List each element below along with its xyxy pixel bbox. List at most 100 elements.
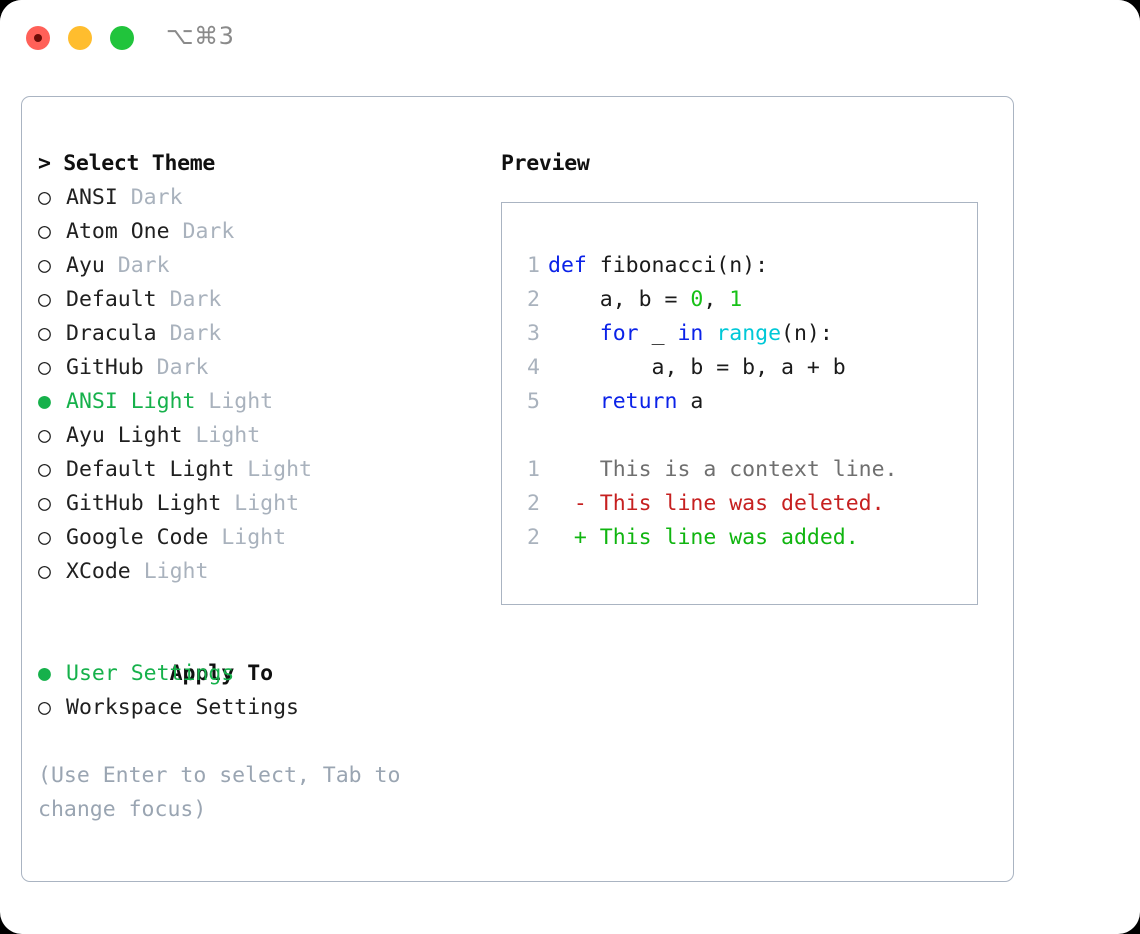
- radio-unselected-icon: ○: [38, 321, 51, 346]
- minimize-button[interactable]: [68, 26, 92, 50]
- code-token: in: [677, 321, 704, 346]
- code-token: [548, 321, 600, 346]
- theme-option-kind: Light: [247, 457, 312, 482]
- diff-line-text: - This line was deleted.: [548, 491, 885, 516]
- radio-unselected-icon: ○: [38, 219, 51, 244]
- theme-option-label: Atom One: [66, 219, 170, 244]
- code-token: 0: [690, 287, 704, 312]
- code-token: _: [638, 321, 678, 346]
- theme-option-kind: Dark: [169, 287, 222, 312]
- diff-line: 2 - This line was deleted.: [514, 487, 977, 521]
- content-panel: > Select Theme ○ANSI Dark○Atom One Dark○…: [21, 96, 1014, 882]
- theme-option-dracula[interactable]: ○ Dracula Dark: [38, 317, 488, 351]
- apply-to-list[interactable]: ●User Settings ○ Workspace Settings: [38, 657, 488, 725]
- radio-unselected-icon: ○: [38, 185, 51, 210]
- theme-option-kind: Dark: [169, 321, 222, 346]
- theme-option-label: ANSI: [66, 185, 118, 210]
- theme-option-kind: Dark: [156, 355, 209, 380]
- diff-line: 1 This is a context line.: [514, 453, 977, 487]
- theme-option-default-light[interactable]: ○ Default Light Light: [38, 453, 488, 487]
- theme-option-github[interactable]: ○ GitHub Dark: [38, 351, 488, 385]
- keyboard-shortcut-label: ⌥⌘3: [166, 22, 235, 50]
- line-number: 3: [527, 321, 540, 346]
- theme-option-ansi[interactable]: ○ ANSI Dark: [38, 181, 488, 215]
- code-line: 1 def fibonacci(n):: [514, 249, 977, 283]
- radio-unselected-icon: ○: [38, 559, 51, 584]
- theme-option-google-code[interactable]: ○ Google Code Light: [38, 521, 488, 555]
- code-token: for: [599, 321, 639, 346]
- title-bar: ⌥⌘3: [0, 0, 1140, 78]
- traffic-lights: [26, 26, 134, 50]
- theme-option-kind: Light: [221, 525, 287, 550]
- close-button[interactable]: [26, 26, 50, 50]
- theme-option-github-light[interactable]: ○GitHub Light Light: [38, 487, 488, 521]
- radio-unselected-icon: ○: [38, 525, 51, 550]
- theme-option-default[interactable]: ○ Default Dark: [38, 283, 488, 317]
- line-number: 1: [527, 253, 540, 278]
- diff-line-text: + This line was added.: [548, 525, 859, 550]
- theme-option-kind: Light: [208, 389, 274, 414]
- code-token: ,: [703, 287, 730, 312]
- diff-line-text: This is a context line.: [548, 457, 898, 482]
- code-token: return: [599, 389, 678, 414]
- theme-option-label: Default: [66, 287, 157, 312]
- theme-option-label: ANSI Light: [66, 389, 196, 414]
- radio-unselected-icon: ○: [38, 457, 51, 482]
- line-number: 1: [527, 457, 540, 482]
- theme-list[interactable]: ○ANSI Dark○Atom One Dark○Ayu Dark○Defaul…: [38, 181, 488, 589]
- theme-picker-column: > Select Theme ○ANSI Dark○Atom One Dark○…: [38, 147, 488, 827]
- line-number: 4: [527, 355, 540, 380]
- theme-option-label: Default Light: [66, 457, 235, 482]
- radio-unselected-icon: ○: [38, 287, 51, 312]
- theme-option-label: XCode: [66, 559, 131, 584]
- line-number: 5: [527, 389, 540, 414]
- line-number: 2: [527, 491, 540, 516]
- theme-option-label: Dracula: [66, 321, 157, 346]
- theme-option-kind: Light: [234, 491, 300, 516]
- code-token: fibonacci(n):: [599, 253, 769, 278]
- code-token: [548, 389, 600, 414]
- line-number: 2: [527, 287, 540, 312]
- theme-option-label: Ayu Light: [66, 423, 183, 448]
- maximize-button[interactable]: [110, 26, 134, 50]
- radio-selected-icon: ●: [38, 661, 51, 686]
- theme-option-kind: Light: [195, 423, 261, 448]
- theme-option-ayu-light[interactable]: ○ Ayu Light Light: [38, 419, 488, 453]
- theme-option-kind: Dark: [182, 219, 235, 244]
- theme-option-label: Google Code: [66, 525, 209, 550]
- theme-option-atom-one[interactable]: ○ Atom One Dark: [38, 215, 488, 249]
- select-theme-heading: > Select Theme: [38, 151, 216, 176]
- diff-line: 2 + This line was added.: [514, 521, 977, 555]
- code-token: 1: [729, 287, 743, 312]
- code-token: [703, 321, 716, 346]
- theme-option-ansi-light[interactable]: ● ANSI Light Light: [38, 385, 488, 419]
- theme-option-ayu[interactable]: ○Ayu Dark: [38, 249, 488, 283]
- theme-option-kind: Light: [143, 559, 209, 584]
- theme-option-kind: Dark: [117, 253, 170, 278]
- theme-option-label: GitHub: [66, 355, 144, 380]
- theme-option-label: GitHub Light: [66, 491, 222, 516]
- radio-selected-icon: ●: [38, 389, 51, 414]
- code-line: 2 a, b = 0, 1: [514, 283, 977, 317]
- code-token: range: [716, 321, 782, 346]
- code-token: a, b =: [548, 287, 691, 312]
- radio-unselected-icon: ○: [38, 695, 51, 720]
- preview-heading: Preview: [501, 151, 590, 176]
- apply-to-option-user-settings[interactable]: ●User Settings: [38, 657, 488, 691]
- radio-unselected-icon: ○: [38, 355, 51, 380]
- code-line: 5 return a: [514, 385, 977, 419]
- code-token: a, b = b, a + b: [548, 355, 846, 380]
- keyboard-hint: (Use Enter to select, Tab to change focu…: [38, 763, 401, 822]
- diff-sample: 1 This is a context line.2 - This line w…: [514, 453, 977, 555]
- radio-unselected-icon: ○: [38, 423, 51, 448]
- theme-option-kind: Dark: [130, 185, 183, 210]
- theme-option-xcode[interactable]: ○ XCode Light: [38, 555, 488, 589]
- code-line: 3 for _ in range(n):: [514, 317, 977, 351]
- code-token: def: [548, 253, 600, 278]
- apply-to-option-label: Workspace Settings: [66, 695, 299, 720]
- apply-to-option-workspace-settings[interactable]: ○ Workspace Settings: [38, 691, 488, 725]
- apply-to-heading-label: Apply To: [169, 661, 274, 686]
